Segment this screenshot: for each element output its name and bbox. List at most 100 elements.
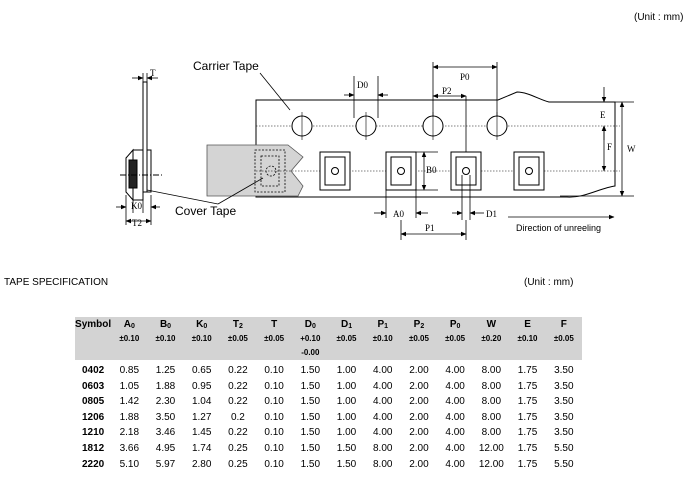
table-cell: 4.00	[445, 427, 465, 439]
table-cell: 0.25	[228, 458, 248, 470]
dim-B0	[416, 151, 438, 191]
label-F: F	[607, 142, 612, 152]
table-cell: 0.10	[264, 365, 284, 376]
table-cell: 0.10	[264, 396, 284, 408]
row-symbol: 0805	[81, 396, 105, 408]
table-cell: 1.04	[191, 396, 212, 408]
table-cell: 0.85	[119, 365, 140, 376]
dim-T	[132, 73, 158, 82]
cover-tape	[206, 144, 304, 197]
label-W: W	[627, 144, 636, 154]
table-cell: 1.50	[300, 442, 321, 454]
dim-E-F-W	[560, 87, 634, 197]
table-cell: 1.75	[517, 427, 538, 439]
table-cell: 12.00	[478, 458, 504, 470]
table-cell: 0.10	[264, 442, 284, 454]
table-cell: 8.00	[372, 442, 393, 454]
table-cell: 2.00	[409, 427, 429, 439]
label-B0: B0	[426, 165, 437, 175]
table-cell: 2.00	[409, 396, 429, 408]
table-tolerance-row: ±0.10±0.10±0.10±0.05±0.05+0.10±0.05±0.10…	[75, 332, 582, 346]
table-cell: 1.88	[155, 380, 176, 392]
table-cell: 5.10	[119, 458, 140, 470]
column-header: K0	[196, 319, 208, 330]
column-header: P1	[377, 319, 389, 330]
label-direction: Direction of unreeling	[516, 223, 601, 233]
table-cell: 4.00	[372, 365, 393, 376]
tolerance-cell: +0.10	[300, 334, 321, 343]
column-header: A0	[123, 319, 135, 330]
table-cell: 1.50	[300, 365, 321, 376]
column-header: F	[560, 319, 567, 330]
table-cell: 4.00	[445, 396, 465, 408]
table-cell: 1.27	[191, 411, 212, 423]
label-K0: K0	[131, 201, 142, 211]
table-cell: 5.50	[554, 442, 574, 454]
table-cell: 1.50	[300, 427, 321, 439]
table-cell: 1.75	[517, 365, 538, 376]
tolerance-cell: ±0.05	[408, 334, 429, 343]
table-cell: 4.95	[155, 442, 176, 454]
tape-side-view	[120, 81, 162, 202]
tolerance-cell: ±0.10	[119, 334, 140, 343]
table-cell: 0.22	[228, 427, 248, 439]
row-symbol: 0603	[81, 380, 105, 392]
table-cell: 1.00	[336, 365, 357, 376]
tolerance-cell: ±0.20	[481, 334, 502, 343]
table-cell: 3.50	[554, 396, 574, 408]
dim-P1	[400, 220, 467, 240]
label-D0: D0	[357, 80, 368, 90]
dim-D0	[344, 76, 388, 118]
column-header: D1	[340, 319, 353, 330]
column-header: B0	[159, 319, 172, 330]
table-cell: 0.10	[264, 458, 284, 470]
tolerance-cell: ±0.05	[264, 334, 285, 343]
table-cell: 1.75	[517, 442, 538, 454]
table-cell: 1.88	[119, 411, 140, 423]
table-cell: 0.2	[230, 411, 245, 423]
label-carrier-tape: Carrier Tape	[193, 59, 259, 73]
column-header: Symbol	[75, 319, 112, 330]
tolerance-cell: ±0.10	[517, 334, 538, 343]
table-cell: 4.00	[445, 411, 465, 423]
table-cell: 1.75	[517, 458, 538, 470]
table-cell: 1.00	[336, 411, 357, 423]
label-T: T	[150, 68, 156, 78]
table-cell: 2.80	[191, 458, 212, 470]
dim-D1	[452, 175, 484, 220]
table-cell: 1.00	[336, 380, 357, 392]
dim-A0	[374, 190, 428, 218]
table-cell: 8.00	[481, 411, 502, 423]
pocket	[319, 151, 351, 191]
label-T2: T2	[132, 218, 142, 228]
table-cell: 0.10	[264, 427, 284, 439]
table-cell: 3.50	[554, 411, 574, 423]
table-cell: 0.22	[228, 396, 248, 408]
table-cell: 0.22	[228, 365, 248, 376]
table-cell: 1.50	[300, 458, 321, 470]
column-header: P0	[449, 319, 461, 330]
column-header: T	[271, 319, 278, 330]
table-cell: 1.25	[155, 365, 176, 376]
table-cell: 3.50	[554, 380, 574, 392]
table-cell: 3.50	[554, 365, 574, 376]
table-cell: 4.00	[445, 442, 465, 454]
unit-label-table: (Unit : mm)	[524, 277, 574, 288]
spec-title: TAPE SPECIFICATION	[4, 277, 109, 288]
column-header: D0	[304, 319, 316, 330]
dim-K0-T2	[116, 195, 160, 225]
pocket	[450, 151, 482, 191]
column-header: T2	[232, 319, 243, 330]
row-symbol: 1206	[81, 411, 105, 423]
pocket	[513, 151, 545, 191]
tolerance-cell: ±0.05	[553, 334, 574, 343]
row-symbol: 0402	[81, 365, 105, 376]
label-E: E	[600, 110, 606, 120]
label-D1: D1	[486, 209, 497, 219]
table-cell: 3.66	[119, 442, 140, 454]
table-cell: 2.18	[119, 427, 140, 439]
table-cell: 1.00	[336, 396, 357, 408]
